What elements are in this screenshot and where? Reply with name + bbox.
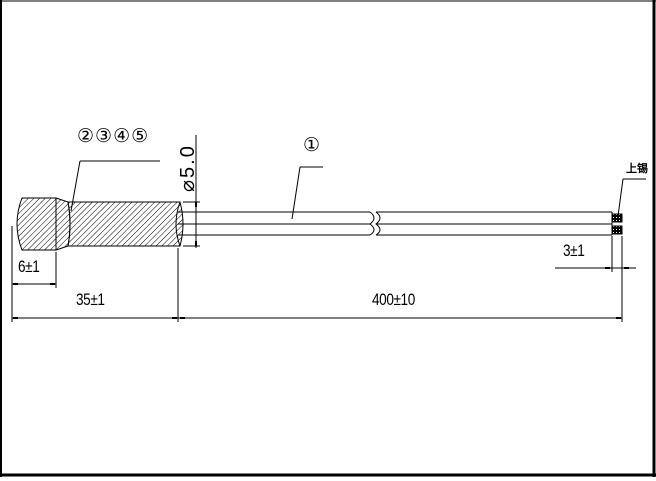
sleeve-end bbox=[16, 197, 71, 251]
callout-parts-2-5: ②③④⑤ bbox=[77, 126, 150, 147]
tinned-tip bbox=[611, 213, 623, 235]
dimension-baseline bbox=[12, 236, 623, 322]
dimension-3 bbox=[555, 236, 636, 272]
dimension-6 bbox=[11, 226, 57, 322]
dimension-diameter-label: ⌀5.0 bbox=[177, 144, 199, 192]
callout-part-1: ① bbox=[303, 135, 322, 156]
diameter-dimension bbox=[183, 135, 200, 248]
rod bbox=[178, 211, 613, 236]
dimension-6-label: 6±1 bbox=[18, 257, 40, 276]
callout-tin-note: 上锡 bbox=[626, 163, 648, 175]
dimension-400-label: 400±10 bbox=[372, 290, 415, 309]
sleeve-body bbox=[67, 201, 184, 247]
dimension-35-label: 35±1 bbox=[76, 290, 105, 309]
dimension-3-label: 3±1 bbox=[563, 241, 585, 260]
leader-lines bbox=[70, 160, 646, 220]
